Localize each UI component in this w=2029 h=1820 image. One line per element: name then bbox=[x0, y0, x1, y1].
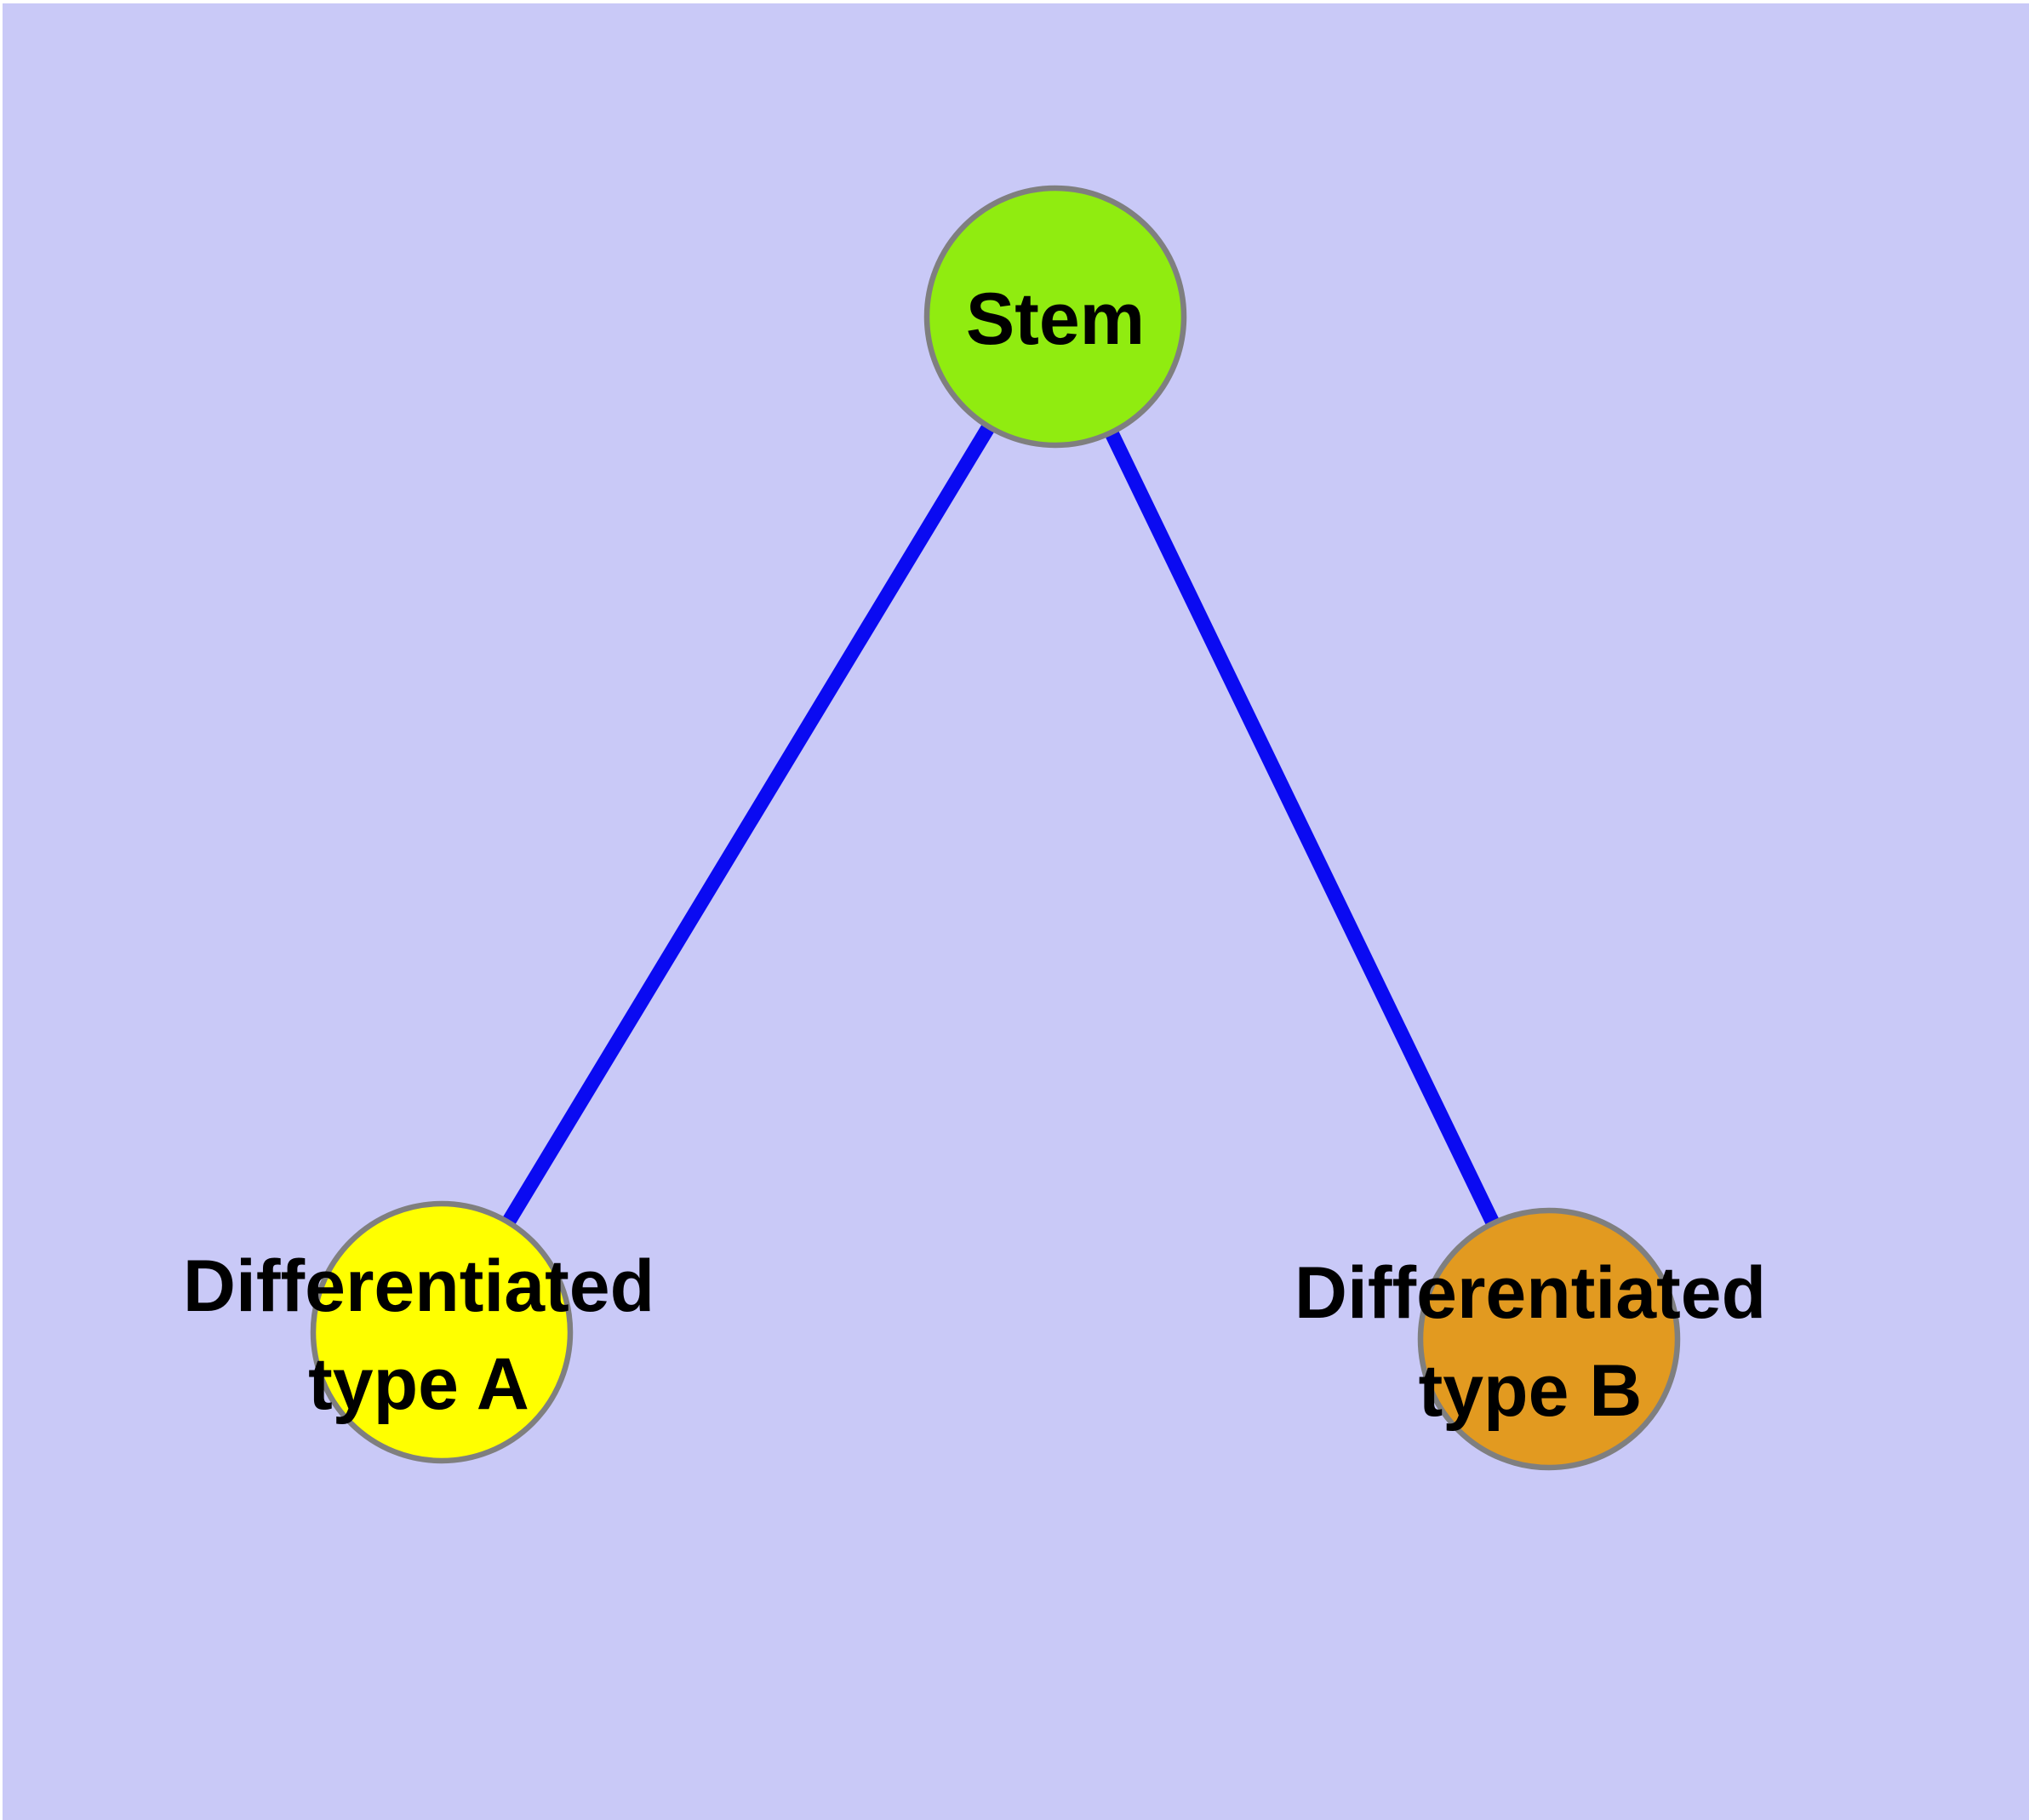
node-group bbox=[310, 185, 1681, 1471]
node-label-type-a-line2: type A bbox=[308, 1343, 529, 1425]
node-label-type-b-line2: type B bbox=[1419, 1350, 1643, 1432]
node-label-stem: Stem bbox=[966, 278, 1145, 360]
node-differentiated-type-a bbox=[310, 1200, 574, 1464]
node-label-type-b-line1: Differentiated bbox=[1295, 1252, 1766, 1334]
node-differentiated-type-b bbox=[1417, 1207, 1681, 1471]
edge-stem-to-type-b bbox=[1049, 313, 1556, 1342]
edge-stem-to-type-a bbox=[435, 312, 1062, 1336]
node-stem bbox=[923, 185, 1187, 449]
node-label-type-a-line1: Differentiated bbox=[183, 1245, 654, 1327]
edge-group bbox=[435, 312, 1556, 1342]
label-group: Stem Differentiated type A Differentiate… bbox=[183, 278, 1766, 1432]
